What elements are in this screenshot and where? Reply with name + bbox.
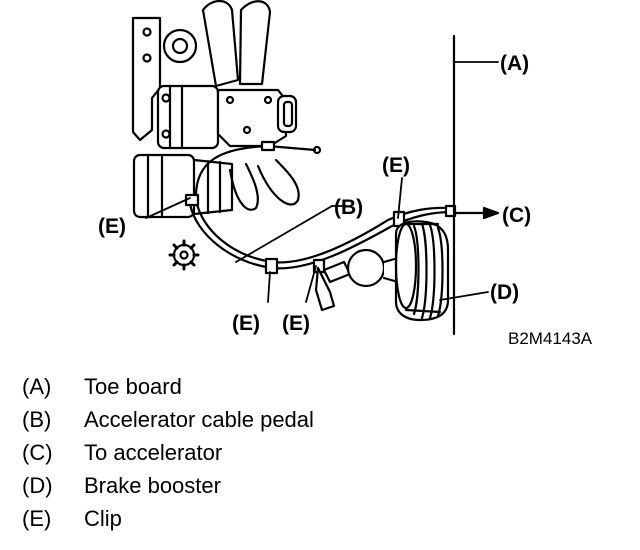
legend-key: (D) <box>22 473 53 498</box>
legend-text: Clip <box>84 506 122 531</box>
legend-key: (C) <box>22 440 53 465</box>
legend-text: Toe board <box>84 374 182 399</box>
legend-key: (B) <box>22 407 52 432</box>
callout-a: (A) <box>500 52 529 75</box>
arrow-to-accelerator <box>454 206 500 220</box>
sprocket-teeth <box>168 239 200 271</box>
legend-item: (E) Clip <box>22 502 314 535</box>
leader-lines <box>145 61 499 303</box>
callout-e-bottom-left: (E) <box>232 312 260 335</box>
engine-components-illustration <box>131 0 322 267</box>
legend-text: Brake booster <box>84 473 221 498</box>
accelerator-cable-diagram: (A) (B) (C) (D) (E) (E) (E) (E) B2M4143A <box>98 0 593 348</box>
callout-c: (C) <box>502 204 531 227</box>
callout-e-top: (E) <box>382 154 410 177</box>
legend-text: To accelerator <box>84 440 223 465</box>
callout-d: (D) <box>490 281 519 304</box>
legend-key: (A) <box>22 374 52 399</box>
legend-text: Accelerator cable pedal <box>84 407 314 432</box>
legend-item: (A) Toe board <box>22 370 314 403</box>
callout-e-left: (E) <box>98 215 126 238</box>
figure-code: B2M4143A <box>508 329 593 348</box>
brake-booster-illustration <box>346 220 450 322</box>
legend-list: (A)Toe board (B)Accelerator cable pedal … <box>22 370 314 535</box>
legend-item: (D) Brake booster <box>22 469 314 502</box>
legend-item: (C) To accelerator <box>22 436 314 469</box>
cable-clips <box>184 193 457 275</box>
callout-e-bottom-right: (E) <box>282 312 310 335</box>
callout-b: (B) <box>334 196 363 219</box>
legend-key: (E) <box>22 506 52 531</box>
legend-item: (B) Accelerator cable pedal <box>22 403 314 436</box>
pedal-lever <box>314 260 352 312</box>
